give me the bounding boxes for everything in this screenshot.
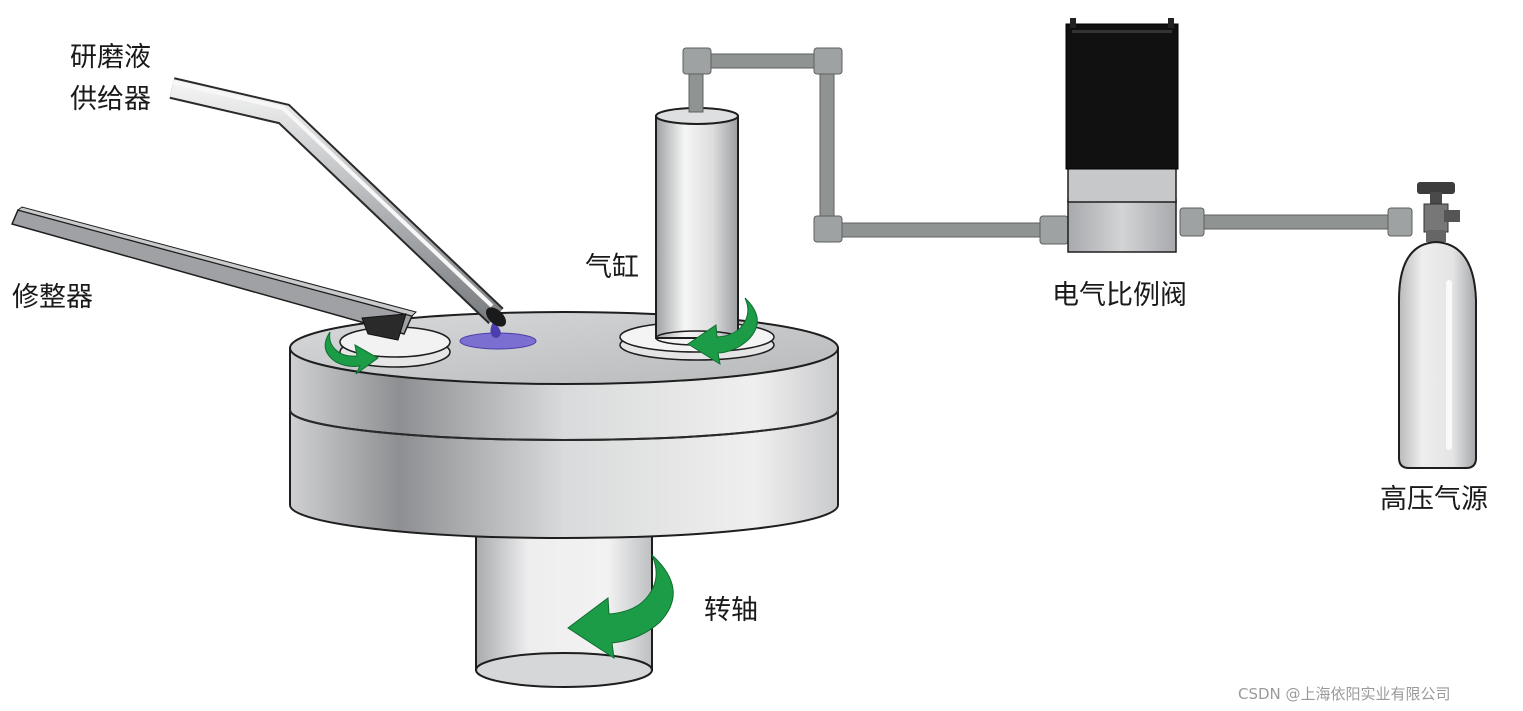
- proportional-valve-label: 电气比例阀: [1052, 280, 1187, 311]
- slurry-feeder-label-line1: 研磨液: [70, 42, 151, 73]
- watermark: CSDN @上海依阳实业有限公司: [1238, 685, 1451, 703]
- conditioner-rotation-arrow-icon: [324, 331, 379, 375]
- high-pressure-source-label: 高压气源: [1380, 484, 1488, 515]
- gas-cylinder-bottle: [1398, 182, 1477, 469]
- slurry-feeder-tube: [169, 77, 506, 327]
- conditioner-label: 修整器: [12, 282, 93, 313]
- proportional-valve: [1065, 18, 1179, 253]
- air-cylinder: [655, 107, 739, 346]
- cylinder-label: 气缸: [585, 252, 639, 283]
- slurry-puddle: [459, 322, 537, 350]
- cylinder-rotation-arrow-icon: [687, 297, 758, 366]
- spindle-label: 转轴: [704, 595, 758, 626]
- conditioner-arm: [10, 206, 417, 341]
- spindle: [475, 519, 653, 688]
- gas-pipeline: [682, 47, 1413, 245]
- slurry-feeder-label-line2: 供给器: [70, 84, 151, 115]
- spindle-rotation-arrow-icon: [567, 554, 674, 660]
